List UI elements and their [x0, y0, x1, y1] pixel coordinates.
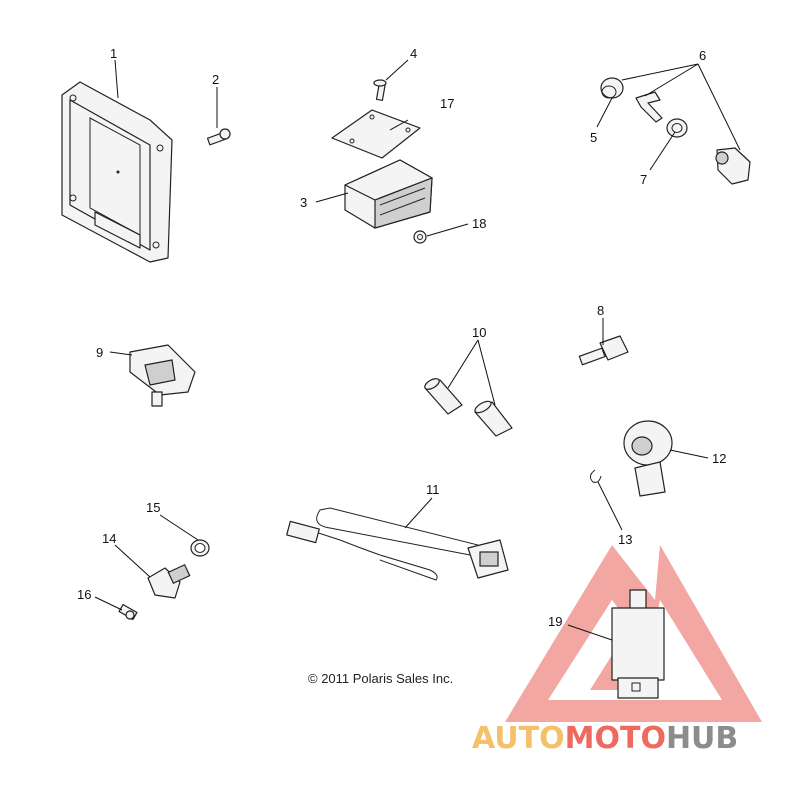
- part-6-ignition-switch: [715, 147, 751, 185]
- callout-8: 8: [597, 303, 604, 318]
- part-6-key: [635, 91, 663, 123]
- callout-13: 13: [618, 532, 632, 547]
- part-7-bezel-ring: [666, 118, 688, 138]
- part-15-o-ring: [190, 539, 210, 557]
- callout-12: 12: [712, 451, 726, 466]
- callout-17: 17: [440, 96, 454, 111]
- callout-14: 14: [102, 531, 116, 546]
- part-11-o2-sensor-harness: [286, 507, 509, 581]
- part-4-bolt: [373, 79, 387, 101]
- part-1-ecu-module: [61, 81, 173, 263]
- callout-2: 2: [212, 72, 219, 87]
- copyright-notice: © 2011 Polaris Sales Inc.: [308, 671, 453, 686]
- part-17-cover-plate: [331, 109, 421, 159]
- callout-7: 7: [640, 172, 647, 187]
- callout-9: 9: [96, 345, 103, 360]
- part-18-nut: [413, 230, 427, 244]
- watermark-hub: HUB: [666, 721, 738, 756]
- part-8-temp-sensor: [578, 335, 629, 366]
- callout-10: 10: [472, 325, 486, 340]
- part-16-screw: [118, 603, 138, 621]
- part-3-fuse-box: [344, 159, 433, 229]
- leader-lines: [94, 59, 741, 641]
- part-9-map-sensor: [129, 344, 196, 407]
- automotohub-watermark-text: AUTOMOTOHUB: [472, 721, 738, 756]
- watermark-auto: AUTO: [472, 721, 565, 756]
- part-13-clip: [589, 469, 602, 483]
- callout-4: 4: [410, 46, 417, 61]
- part-2-screw: [206, 128, 231, 146]
- callout-19: 19: [548, 614, 562, 629]
- callout-3: 3: [300, 195, 307, 210]
- svg-text:AUTOMOTOHUB: AUTOMOTOHUB: [472, 721, 738, 756]
- part-10-cap-a: [424, 378, 463, 415]
- part-5-switch-knob: [600, 77, 624, 99]
- callout-18: 18: [472, 216, 486, 231]
- part-10-cap-b: [474, 400, 513, 437]
- part-12-knock-sensor: [623, 420, 673, 497]
- callout-5: 5: [590, 130, 597, 145]
- callout-labels: 1 2 3 4 5 6 7 8 9 10 11 12 13 14 15 16 1…: [77, 46, 726, 629]
- callout-15: 15: [146, 500, 160, 515]
- part-19-tilt-sensor-module: [611, 589, 665, 699]
- part-14-crank-sensor: [147, 563, 191, 599]
- callout-16: 16: [77, 587, 91, 602]
- callout-6: 6: [699, 48, 706, 63]
- callout-11: 11: [426, 482, 440, 497]
- callout-1: 1: [110, 46, 117, 61]
- watermark-moto: MOTO: [565, 721, 666, 756]
